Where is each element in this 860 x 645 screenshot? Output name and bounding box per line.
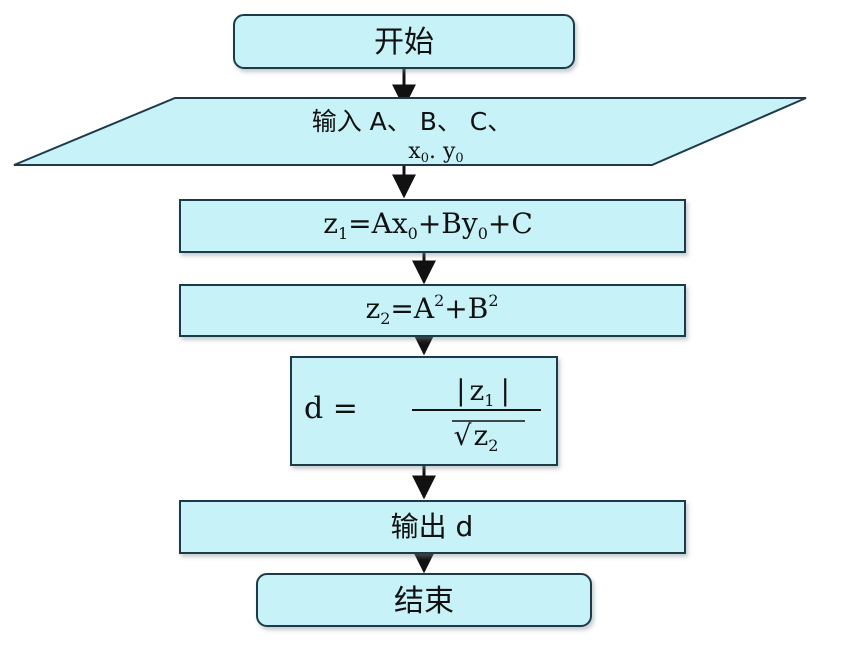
process-z1: z1=Ax0+By0+C: [179, 199, 686, 253]
process-d: d = |z1| √z2: [290, 356, 558, 466]
end-node: 结束: [256, 573, 592, 627]
start-label: 开始: [374, 25, 434, 60]
start-node: 开始: [233, 14, 575, 69]
output-label: 输出 d: [391, 510, 474, 543]
d-numerator: |z1|: [456, 374, 510, 410]
input-node: 输入 A、 B、 C、 x0. y0: [13, 97, 807, 166]
output-node: 输出 d: [179, 500, 686, 554]
z1-formula: z1=Ax0+By0+C: [323, 207, 533, 243]
end-label: 结束: [394, 584, 454, 619]
z2-formula: z2=A2+B2: [365, 291, 498, 328]
d-lhs: d =: [304, 391, 358, 426]
process-z2: z2=A2+B2: [179, 284, 686, 337]
d-denominator: √z2: [454, 419, 499, 455]
input-line-2: x0. y0: [408, 139, 463, 166]
input-line-1: 输入 A、 B、 C、: [312, 107, 513, 136]
